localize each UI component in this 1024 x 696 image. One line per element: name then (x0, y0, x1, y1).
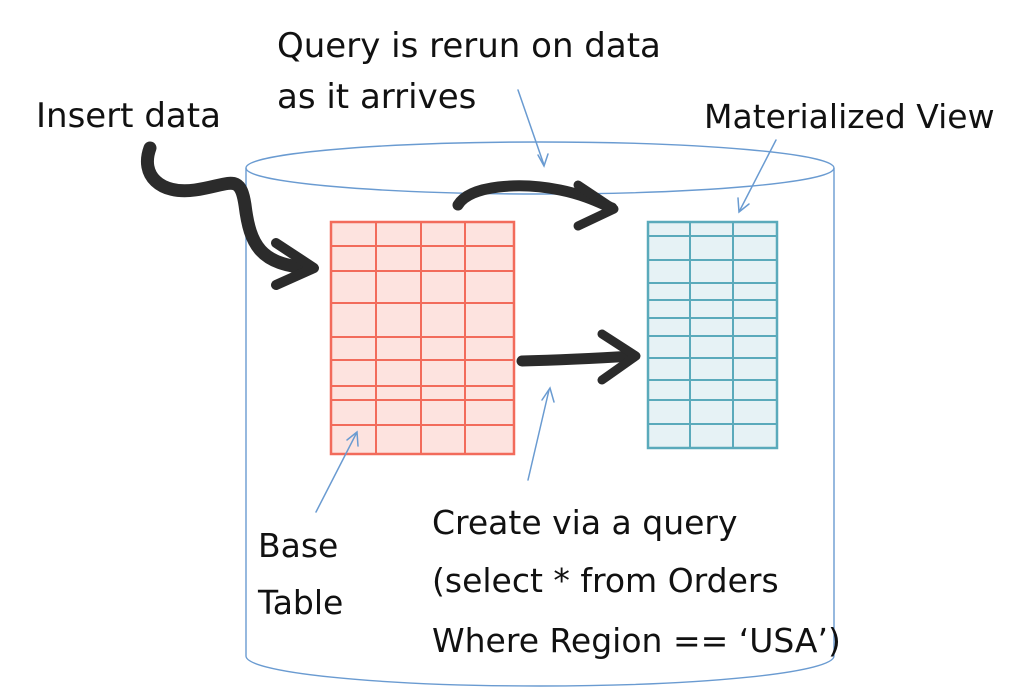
create-arrow (516, 350, 640, 367)
pointer-lines (315, 89, 777, 513)
create-query-label-line2: (select * from Orders (432, 561, 779, 600)
create-query-label-line1: Create via a query (432, 503, 738, 542)
materialized-view-label: Materialized View (704, 97, 995, 136)
rerun-pointer (517, 89, 545, 166)
create-query-label-line3: Where Region == ‘USA’) (432, 621, 841, 660)
base-table (329, 220, 516, 456)
create-arrowhead (597, 329, 641, 385)
flow-arrows (140, 141, 641, 385)
query-rerun-label-line1: Query is rerun on data (277, 26, 661, 66)
insert-data-arrowhead (271, 238, 319, 290)
materialized-view-table (646, 220, 779, 450)
rerun-arrowhead (573, 180, 619, 231)
query-rerun-label-line2: as it arrives (277, 77, 476, 117)
rerun-pointer-head (537, 153, 549, 168)
base-table-label-line1: Base (258, 526, 338, 565)
view-table-grid (648, 222, 777, 448)
view-pointer-head (737, 197, 750, 214)
cylinder-bottom (245, 655, 835, 687)
create-pointer (527, 389, 550, 481)
base-table-pointer (315, 433, 357, 513)
base-table-label-line2: Table (257, 583, 343, 622)
base-table-grid (331, 222, 514, 454)
create-pointer-head (541, 386, 555, 403)
base-table-pointer-head (346, 430, 359, 447)
database-cylinder (245, 141, 835, 687)
view-pointer (739, 139, 777, 211)
insert-data-label: Insert data (36, 96, 221, 136)
insert-data-arrow (140, 141, 317, 275)
